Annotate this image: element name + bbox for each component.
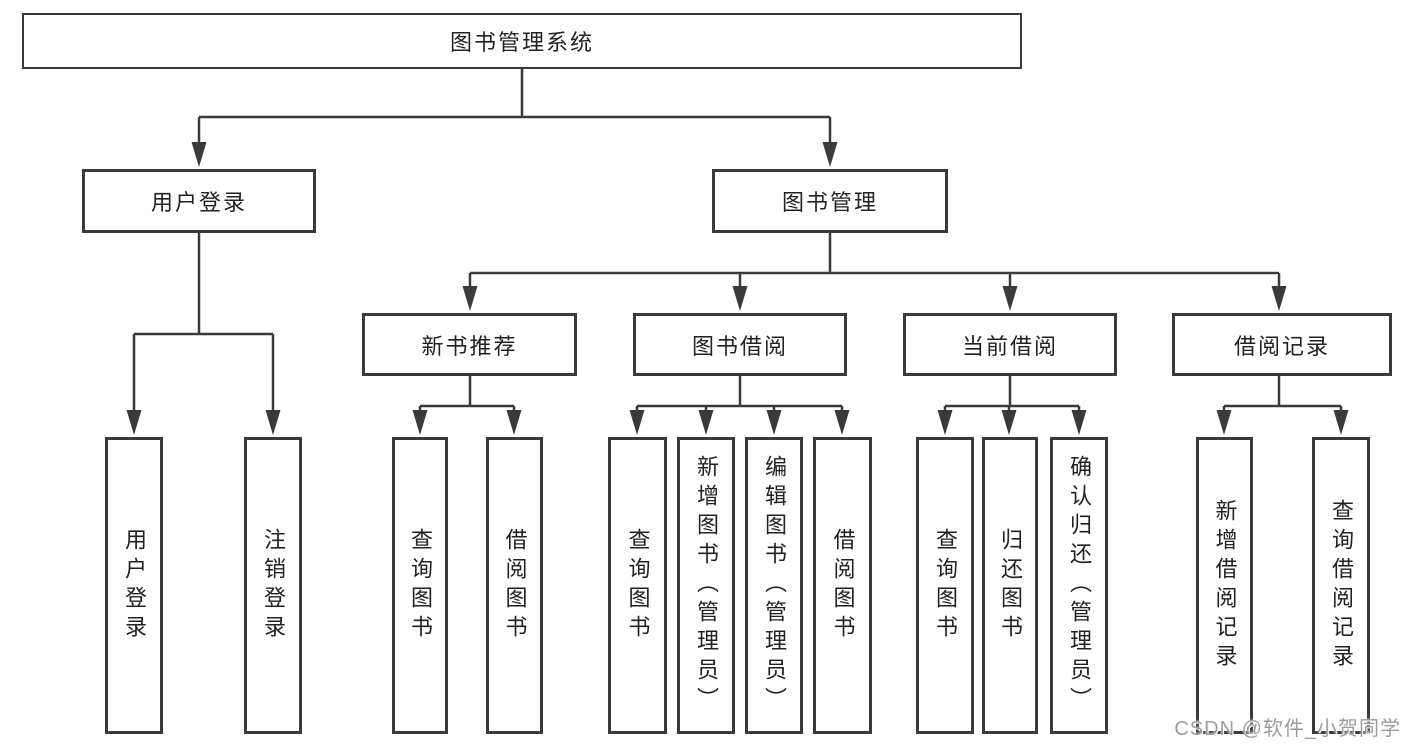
leaf-edit-books-admin: 编辑图书（管理员）: [745, 437, 803, 734]
leaf-return-books: 归还图书: [982, 437, 1038, 734]
arrow-icon: [506, 410, 522, 435]
arrow-icon: [766, 410, 782, 435]
leaf-query-borrow-record: 查询借阅记录: [1312, 437, 1370, 734]
leaf-add-books-admin: 新增图书（管理员）: [677, 437, 735, 734]
leaf-confirm-return-admin: 确认归还（管理员）: [1050, 437, 1108, 734]
arrow-icon: [732, 286, 748, 311]
leaf-query-books-current: 查询图书: [916, 437, 974, 734]
leaf-borrow-books-borrowing: 借阅图书: [813, 437, 872, 734]
arrow-icon: [1333, 410, 1349, 435]
arrow-icon: [698, 410, 714, 435]
connector-book-management-to-level3: [468, 232, 1281, 289]
arrow-icon: [462, 286, 478, 311]
arrow-icon: [1001, 410, 1017, 435]
leaf-borrow-books-recommendation: 借阅图书: [486, 437, 543, 734]
arrow-icon: [822, 142, 838, 167]
arrow-icon: [834, 410, 850, 435]
node-borrowing-records: 借阅记录: [1172, 313, 1392, 376]
arrow-icon: [126, 410, 142, 435]
arrow-icon: [629, 410, 645, 435]
arrow-icon: [265, 410, 281, 435]
arrow-icon: [1071, 410, 1087, 435]
arrow-icon: [1271, 286, 1287, 311]
connector-current-borrowing-to-leaves: [943, 376, 1081, 412]
node-book-management: 图书管理: [712, 169, 948, 233]
connector-user-login-to-leaves: [132, 232, 275, 412]
leaf-query-books-recommendation: 查询图书: [392, 437, 448, 734]
node-book-borrowing: 图书借阅: [633, 313, 847, 376]
connector-borrowing-records-to-leaves: [1222, 376, 1343, 412]
connector-book-borrowing-to-leaves: [635, 376, 844, 412]
arrow-icon: [191, 142, 207, 167]
leaf-user-login: 用户登录: [105, 437, 163, 734]
arrow-icon: [937, 410, 953, 435]
node-current-borrowing: 当前借阅: [903, 313, 1117, 376]
node-library-management-system: 图书管理系统: [22, 13, 1022, 69]
arrow-icon: [1216, 410, 1232, 435]
arrow-icon: [412, 410, 428, 435]
leaf-query-books-borrowing: 查询图书: [608, 437, 667, 734]
connector-new-book-recommendation-to-leaves: [418, 376, 516, 412]
leaf-add-borrow-record: 新增借阅记录: [1196, 437, 1253, 734]
node-user-login: 用户登录: [82, 169, 316, 233]
csdn-watermark: CSDN @软件_小贺同学: [1174, 718, 1401, 740]
leaf-logout: 注销登录: [244, 437, 302, 734]
arrow-icon: [1002, 286, 1018, 311]
connector-root-to-level2: [197, 68, 832, 144]
node-new-book-recommendation: 新书推荐: [362, 313, 577, 376]
